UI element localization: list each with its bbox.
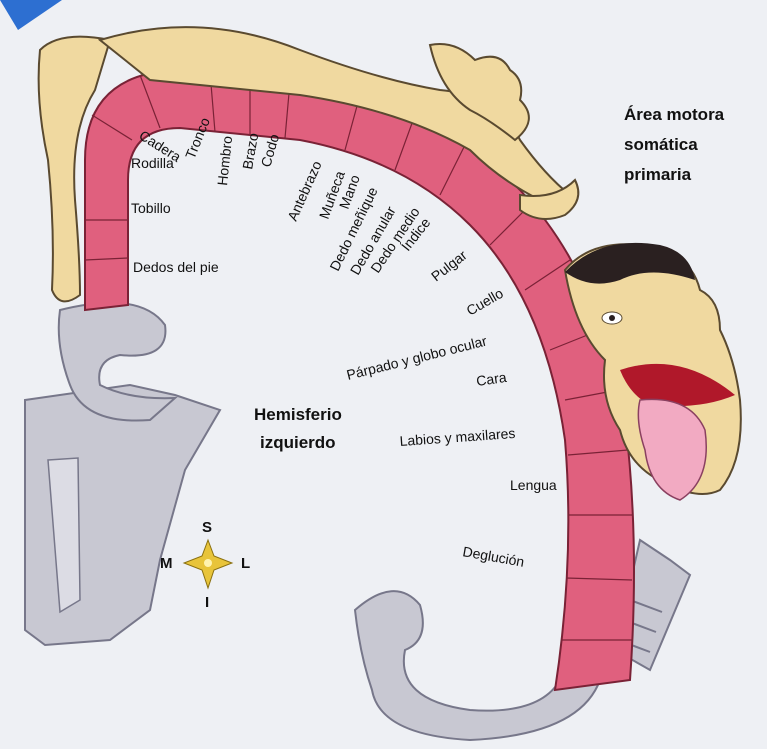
- hemisphere-line-1: Hemisferio: [254, 405, 342, 424]
- label-hombro: Hombro: [214, 135, 235, 186]
- hemisphere-line-2: izquierdo: [260, 433, 336, 452]
- title-line-3: primaria: [624, 165, 692, 184]
- label-pulgar: Pulgar: [428, 247, 470, 285]
- cortex-divisions: [84, 71, 633, 641]
- homunculus-thumb: [519, 178, 580, 220]
- label-dedos-pie: Dedos del pie: [133, 259, 219, 275]
- label-rodilla: Rodilla: [131, 155, 174, 171]
- compass-south: I: [205, 594, 209, 611]
- label-brazo: Brazo: [239, 132, 261, 171]
- corner-triangle-icon: [0, 0, 62, 30]
- homunculus-hand: [428, 43, 530, 142]
- brain-slab-lower: [47, 457, 81, 614]
- label-tobillo: Tobillo: [131, 200, 171, 216]
- title-line-2: somática: [624, 135, 698, 154]
- label-codo: Codo: [258, 132, 283, 169]
- compass-rose: S M L I: [160, 519, 250, 611]
- label-cara: Cara: [475, 369, 507, 389]
- compass-north: S: [202, 519, 212, 536]
- homunculus-leg: [37, 35, 112, 303]
- compass-west: M: [160, 555, 173, 572]
- title-line-1: Área motora: [624, 105, 725, 124]
- compass-east: L: [241, 555, 250, 572]
- brain-hook-left: [57, 301, 178, 422]
- label-lengua: Lengua: [510, 477, 557, 493]
- label-deglucion: Deglución: [461, 543, 525, 570]
- label-parpado: Párpado y globo ocular: [345, 332, 489, 382]
- label-cuello: Cuello: [464, 285, 507, 319]
- label-labios: Labios y maxilares: [399, 425, 516, 449]
- brain-hook-bottom: [353, 590, 602, 742]
- homunculus-face: [563, 242, 742, 501]
